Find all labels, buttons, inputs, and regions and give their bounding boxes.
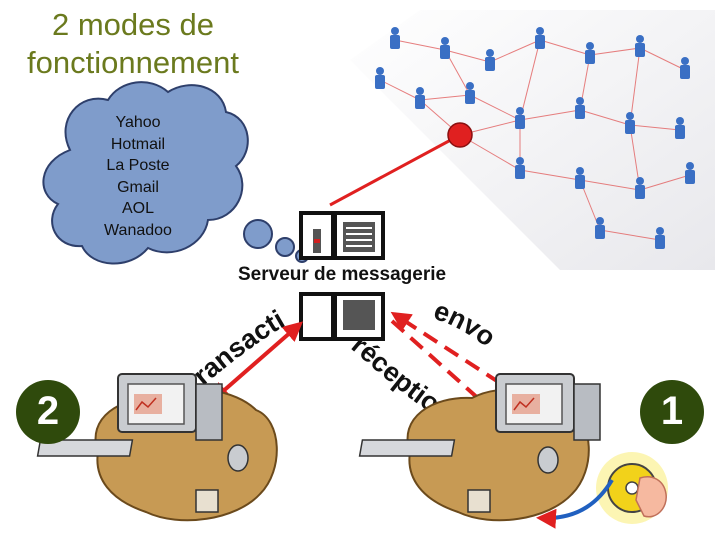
cd-arrow xyxy=(536,478,614,529)
provider-item: Wanadoo xyxy=(104,221,172,239)
title-line-1: 2 modes de xyxy=(52,7,214,42)
provider-list: Yahoo Hotmail La Poste Gmail AOL Wanadoo xyxy=(92,112,184,241)
transaction-arrow xyxy=(209,321,304,403)
computer-icon-left xyxy=(36,373,278,522)
server-label: Serveur de messagerie xyxy=(238,264,447,285)
network-people-icon xyxy=(329,10,715,270)
provider-item: Hotmail xyxy=(110,135,166,153)
cloud-shape xyxy=(42,81,309,265)
page-title: 2 modes de fonctionnement xyxy=(8,6,258,82)
mode-badge-1: 1 xyxy=(640,380,704,444)
computer-icon-right xyxy=(358,373,601,522)
envoi-arrow xyxy=(390,311,502,385)
provider-item: Yahoo xyxy=(115,114,161,131)
provider-item: Gmail xyxy=(117,178,159,196)
title-line-2: fonctionnement xyxy=(27,45,239,80)
provider-item: La Poste xyxy=(106,157,170,174)
hand-icon xyxy=(635,476,667,518)
server-icon xyxy=(299,211,385,341)
reception-arrow xyxy=(390,319,482,402)
mode-badge-2: 2 xyxy=(16,380,80,444)
provider-item: AOL xyxy=(121,200,154,217)
